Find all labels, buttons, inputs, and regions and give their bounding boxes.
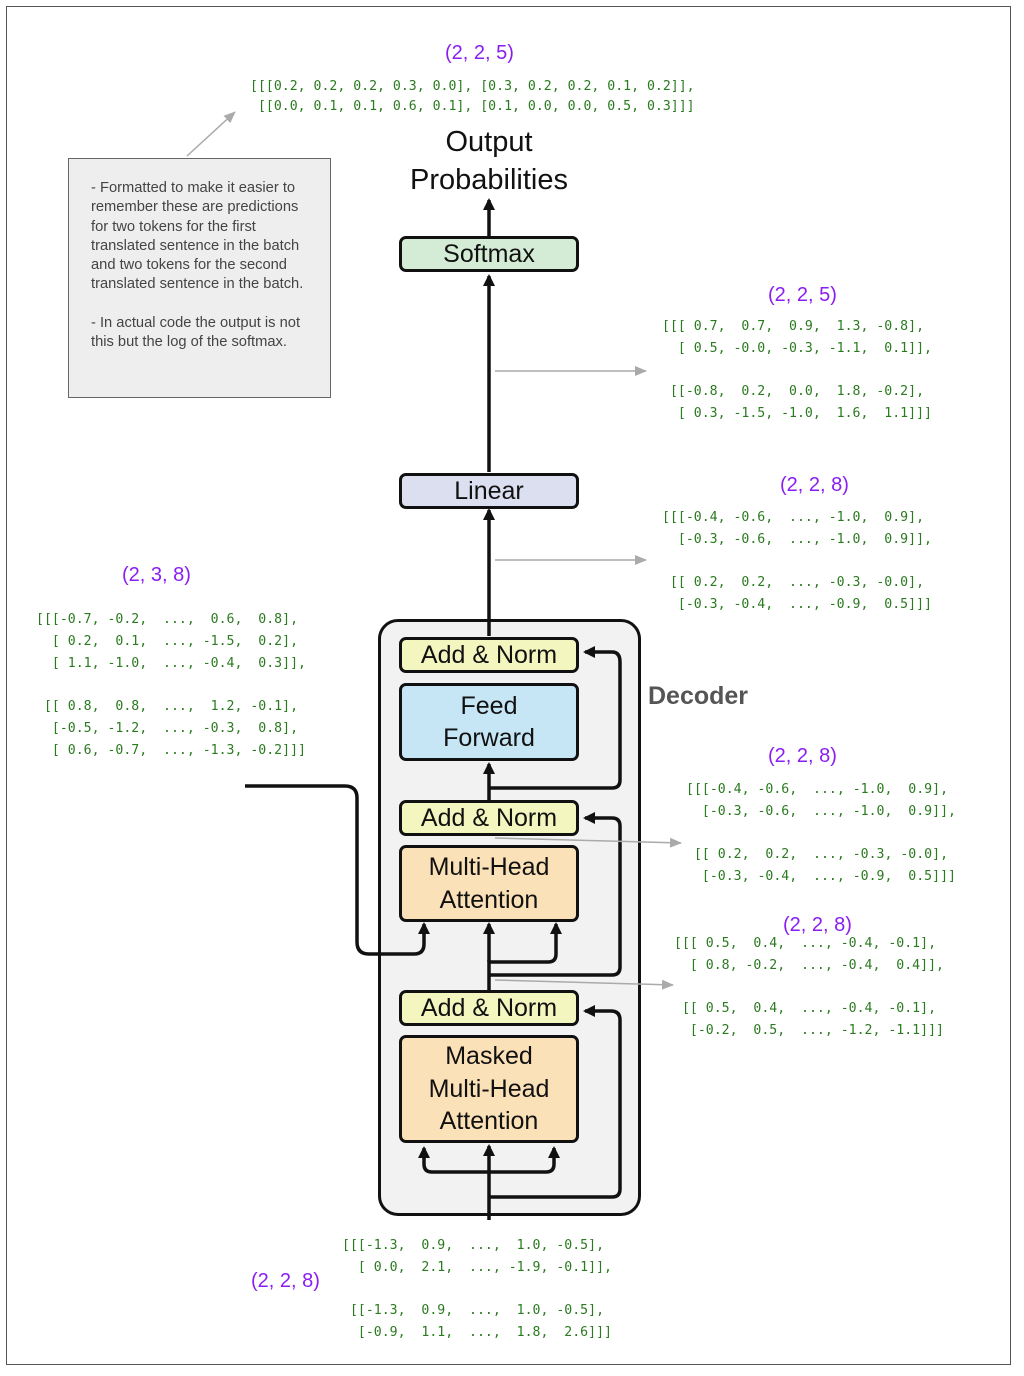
logits-values: [[[ 0.7, 0.7, 0.9, 1.3, -0.8], [ 0.5, -0…: [662, 319, 932, 422]
annotation-arrow-cross-attention: [494, 837, 682, 848]
cross-attention-query-arrow: [489, 922, 562, 964]
residual-top-arrow: [489, 646, 622, 790]
decoder-input-values: [[[-1.3, 0.9, ..., 1.0, -0.5], [ 0.0, 2.…: [342, 1238, 612, 1341]
feed-forward-block: Feed Forward: [399, 683, 579, 761]
multi-head-attention-block: Multi-Head Attention: [399, 845, 579, 922]
logits-shape: (2, 2, 5): [768, 284, 837, 306]
linear-block: Linear: [399, 473, 579, 509]
softmax-block: Softmax: [399, 236, 579, 272]
cross-attention-output-values: [[[-0.4, -0.6, ..., -1.0, 0.9], [-0.3, -…: [686, 782, 956, 885]
decoder-output-shape: (2, 2, 8): [780, 474, 849, 496]
encoder-output-values: [[[-0.7, -0.2, ..., 0.6, 0.8], [ 0.2, 0.…: [36, 612, 306, 758]
residual-mid-arrow: [489, 812, 622, 977]
add-norm-mid-block: Add & Norm: [399, 800, 579, 836]
residual-bottom-arrow: [489, 1005, 622, 1199]
output-probabilities-label: Output Probabilities: [410, 126, 568, 196]
masked-attention-value-branch: [489, 1146, 560, 1174]
cross-attention-output-shape: (2, 2, 8): [768, 745, 837, 767]
masked-multi-head-attention-block: Masked Multi-Head Attention: [399, 1035, 579, 1143]
masked-attention-output-values: [[[ 0.5, 0.4, ..., -0.4, -0.1], [ 0.8, -…: [674, 936, 944, 1039]
annotation-arrow-note: [186, 111, 236, 157]
decoder-output-values: [[[-0.4, -0.6, ..., -1.0, 0.9], [-0.3, -…: [662, 510, 932, 613]
add-norm-bottom-block: Add & Norm: [399, 990, 579, 1026]
probabilities-shape: (2, 2, 5): [445, 42, 514, 64]
add-norm-top-block: Add & Norm: [399, 637, 579, 673]
decoder-label: Decoder: [648, 682, 749, 710]
masked-attention-output-shape: (2, 2, 8): [783, 914, 852, 936]
masked-attention-key-branch: [418, 1146, 489, 1174]
figure-frame: [6, 6, 1011, 1365]
encoder-output-shape: (2, 3, 8): [122, 564, 191, 586]
explanation-note: - Formatted to make it easier to remembe…: [68, 158, 331, 398]
encoder-output-wire: [245, 784, 430, 956]
decoder-input-shape: (2, 2, 8): [251, 1270, 320, 1292]
annotation-arrow-masked-attention: [494, 979, 674, 990]
probabilities-values: [[[0.2, 0.2, 0.2, 0.3, 0.0], [0.3, 0.2, …: [250, 79, 695, 114]
